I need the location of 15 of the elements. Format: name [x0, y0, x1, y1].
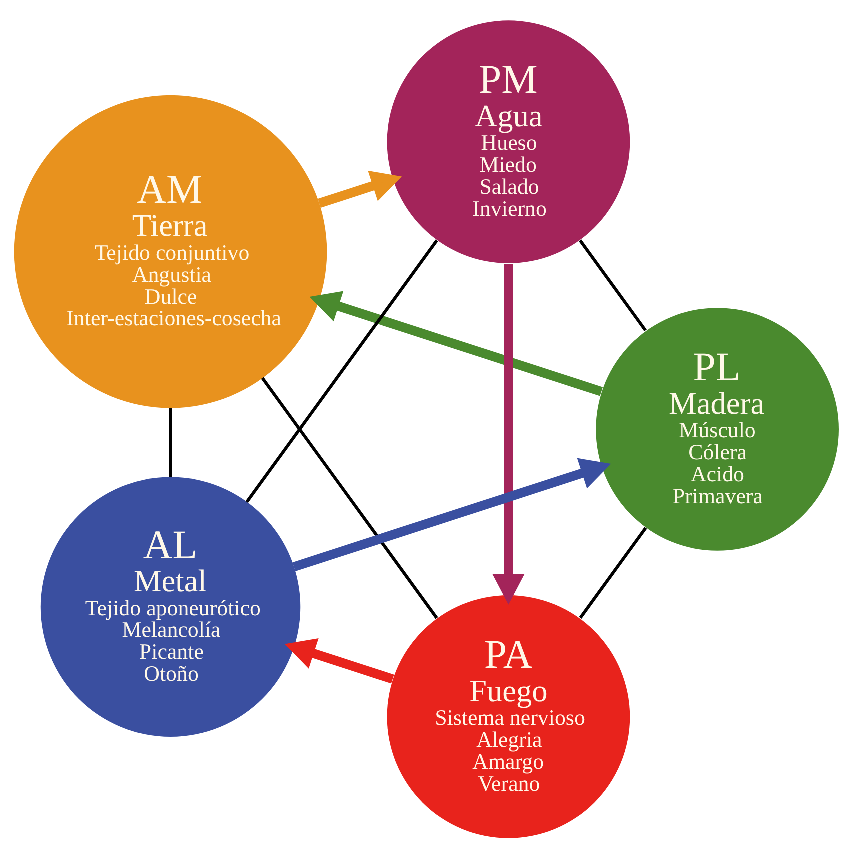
- node-circle: PA Fuego Sistema nervioso Alegria Amargo Verano: [387, 596, 630, 838]
- node-circle: AL Metal Tejido aponeurótico Melancolía Picante Otoño: [40, 477, 301, 738]
- connector: [169, 408, 172, 478]
- connector: [246, 240, 438, 504]
- connector: [579, 527, 648, 619]
- arrow: [284, 638, 394, 684]
- arrow: [492, 264, 525, 605]
- arrow: [292, 458, 612, 572]
- arrow: [318, 170, 402, 208]
- connector: [261, 377, 438, 620]
- node-circle: AM Tierra Tejido conjuntivo Angustia Dulce Inter-estaciones-cosecha: [14, 95, 328, 408]
- node-circle: PL Madera Músculo Cólera Acido Primavera: [596, 308, 839, 551]
- arrow: [310, 291, 604, 396]
- connector: [579, 240, 647, 332]
- node-circle: PM Agua Hueso Miedo Salado Invierno: [387, 20, 630, 264]
